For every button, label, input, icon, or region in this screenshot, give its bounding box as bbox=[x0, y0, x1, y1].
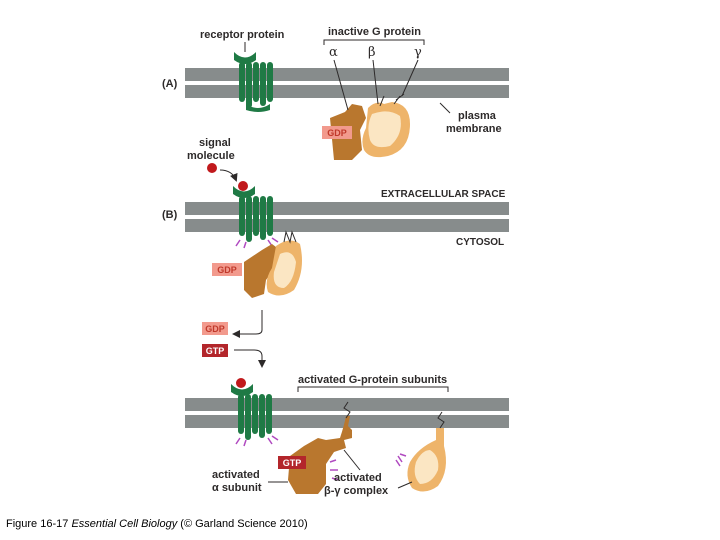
g-protein-activation-diagram: (A) GDP receptor protein inactive bbox=[162, 26, 509, 497]
gtp-in-arrow bbox=[234, 349, 266, 368]
gtp-binding-text: GTP bbox=[206, 346, 225, 356]
extracellular-space-label: EXTRACELLULAR SPACE bbox=[381, 189, 506, 200]
panel-b-label: (B) bbox=[162, 209, 178, 221]
receptor-activation-marks-b bbox=[235, 237, 279, 249]
panel-b: (B) signal molecule GDP bbox=[162, 137, 509, 298]
activated-alpha-line1: activated bbox=[212, 469, 260, 481]
gdp-badge-a bbox=[322, 126, 352, 139]
g-protein-bracket bbox=[323, 39, 425, 45]
gdp-release-badge bbox=[202, 322, 228, 335]
receptor-activation-marks-c bbox=[235, 435, 279, 447]
subunit-pointer-lines bbox=[333, 59, 419, 111]
caption-copyright: (© Garland Science 2010) bbox=[180, 518, 308, 530]
panel-a-membrane bbox=[185, 68, 509, 98]
activated-beta-gamma-complex bbox=[395, 411, 446, 492]
gamma-symbol: γ bbox=[414, 45, 422, 60]
panel-c: activated G-protein subunits GTP bbox=[185, 374, 509, 497]
gtp-binding-badge bbox=[202, 344, 228, 357]
signal-molecule-bound-b bbox=[238, 181, 248, 191]
caption-book-title: Essential Cell Biology bbox=[71, 518, 178, 530]
cytosol-label: CYTOSOL bbox=[456, 237, 504, 248]
gdp-badge-b-text: GDP bbox=[217, 265, 237, 275]
gtp-badge-c bbox=[278, 456, 306, 469]
figure-caption: Figure 16-17 Essential Cell Biology (© G… bbox=[6, 518, 308, 530]
inactive-g-protein-label: inactive G protein bbox=[328, 26, 421, 38]
receptor-protein-label: receptor protein bbox=[200, 29, 285, 41]
alpha-subunit-b bbox=[244, 244, 280, 298]
gdp-out-arrow bbox=[232, 310, 263, 338]
activated-subunits-label: activated G-protein subunits bbox=[298, 374, 447, 386]
panel-a: (A) GDP receptor protein inactive bbox=[162, 26, 509, 160]
gdp-badge-a-text: GDP bbox=[327, 128, 347, 138]
membrane-label: membrane bbox=[446, 123, 502, 135]
plasma-label: plasma bbox=[458, 110, 497, 122]
panel-b-membrane bbox=[185, 202, 509, 232]
alpha-activation-marks bbox=[329, 459, 339, 481]
beta-gamma-activation-marks bbox=[395, 453, 407, 467]
panel-b-receptor bbox=[233, 181, 279, 249]
beta-gamma-lipid-anchor bbox=[437, 411, 445, 429]
panel-a-label: (A) bbox=[162, 78, 178, 90]
alpha-symbol: α bbox=[329, 45, 338, 60]
molecule-label: molecule bbox=[187, 150, 235, 162]
signal-label: signal bbox=[199, 137, 231, 149]
panel-a-g-protein: GDP bbox=[322, 93, 410, 160]
gdp-release-text: GDP bbox=[205, 324, 225, 334]
signal-molecule-bound-c bbox=[236, 378, 246, 388]
lipid-anchors-b bbox=[283, 230, 297, 244]
gtp-badge-c-text: GTP bbox=[283, 458, 302, 468]
nucleotide-exchange: GDP GTP bbox=[202, 310, 266, 368]
signal-binding-arrow bbox=[219, 169, 238, 182]
gdp-badge-b bbox=[212, 263, 242, 276]
caption-figure-number: Figure 16-17 bbox=[6, 518, 69, 530]
activated-alpha-line2: α subunit bbox=[212, 482, 262, 494]
alpha-lipid-anchor bbox=[343, 401, 351, 419]
activated-bg-line1: activated bbox=[334, 472, 382, 484]
panel-b-g-protein: GDP bbox=[212, 230, 302, 298]
activated-alpha-subunit: GTP bbox=[278, 401, 352, 494]
signal-molecule-free bbox=[207, 163, 217, 173]
beta-symbol: β bbox=[368, 45, 376, 60]
panel-a-receptor bbox=[234, 52, 273, 112]
panel-c-receptor bbox=[231, 378, 279, 447]
activated-bg-line2: β-γ complex bbox=[324, 485, 389, 497]
activated-subunits-bracket bbox=[297, 386, 449, 392]
